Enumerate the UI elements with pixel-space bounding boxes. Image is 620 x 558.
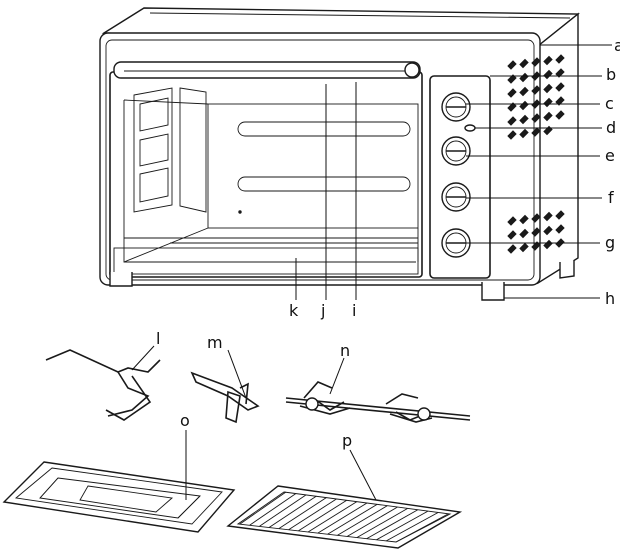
rack-bar	[259, 494, 307, 527]
vent-slot	[507, 230, 517, 240]
vent-slot	[543, 55, 553, 66]
rack-bar	[386, 512, 439, 542]
vent-slot	[531, 227, 541, 237]
vent-slot	[519, 86, 529, 97]
door-handle	[113, 61, 421, 79]
vent-slot	[519, 242, 529, 253]
rack-bar	[298, 499, 347, 532]
vent-slot	[543, 225, 553, 236]
rack-bar	[327, 503, 378, 535]
label-h: h	[605, 289, 615, 308]
label-l: l	[156, 329, 160, 348]
vent-slot	[555, 210, 565, 220]
vent-slot	[507, 74, 517, 84]
rack-bar	[317, 502, 368, 534]
vent-slot	[531, 57, 541, 67]
vent-slot	[555, 54, 565, 64]
vent-slot	[507, 116, 517, 126]
temperature-knob[interactable]	[441, 92, 471, 122]
label-n: n	[340, 341, 350, 360]
rack-bar	[249, 493, 297, 526]
rack-bar	[356, 508, 408, 538]
rotisserie-spit	[285, 381, 471, 423]
vent-slot	[555, 82, 565, 92]
rack-bar	[395, 513, 449, 543]
vent-slot	[507, 244, 517, 254]
side-vents	[507, 54, 565, 254]
indicator-light	[464, 124, 476, 132]
oven	[99, 7, 580, 301]
rack-bar	[288, 498, 337, 531]
label-b: b	[606, 65, 616, 84]
vent-slot	[543, 111, 553, 122]
rack-bar	[347, 506, 398, 537]
vent-slot	[531, 113, 541, 123]
label-i: i	[352, 301, 356, 320]
vent-slot	[531, 127, 541, 137]
label-d: d	[606, 118, 616, 137]
leader-lines	[131, 44, 612, 501]
label-a: a	[614, 36, 620, 55]
vent-slot	[519, 58, 529, 69]
oven-foot	[481, 282, 505, 301]
timer-knob[interactable]	[441, 228, 471, 258]
rack-bar	[366, 509, 418, 540]
vent-slot	[531, 85, 541, 95]
vent-slot	[543, 83, 553, 94]
rack-bar	[337, 505, 388, 536]
label-j: j	[320, 301, 325, 320]
rack-bar	[376, 510, 428, 541]
label-c: c	[605, 94, 614, 113]
label-p: p	[342, 431, 352, 450]
rack-bar	[278, 497, 327, 529]
vent-slot	[519, 214, 529, 225]
label-g: g	[605, 233, 615, 252]
wire-rack-handle	[45, 349, 161, 421]
label-o: o	[180, 411, 190, 430]
vent-slot	[519, 228, 529, 239]
vent-slot	[507, 216, 517, 226]
oven-cavity	[207, 103, 419, 229]
vent-slot	[531, 213, 541, 223]
vent-slot	[519, 114, 529, 125]
wire-rack	[226, 485, 463, 549]
vent-slot	[507, 88, 517, 98]
function-knob[interactable]	[441, 136, 471, 166]
rack-bar	[239, 491, 287, 525]
control-panel	[429, 75, 491, 279]
vent-slot	[531, 241, 541, 251]
vent-slot	[555, 110, 565, 120]
label-e: e	[605, 146, 615, 165]
vent-slot	[519, 128, 529, 139]
label-k: k	[289, 301, 299, 320]
rack-bar	[308, 501, 358, 533]
vent-slot	[507, 102, 517, 112]
part-labels: a b c d e f g h i j k l m n o p	[156, 36, 620, 450]
vent-slot	[507, 60, 517, 70]
vent-slot	[555, 224, 565, 234]
vent-slot	[507, 130, 517, 140]
rotisserie-handle	[190, 371, 260, 424]
label-f: f	[608, 188, 614, 207]
vent-slot	[543, 211, 553, 222]
baking-tray	[2, 461, 236, 533]
oven-foot	[109, 272, 133, 287]
mode-knob[interactable]	[441, 182, 471, 212]
label-m: m	[207, 333, 223, 352]
rack-bar	[269, 495, 317, 528]
oven-foot	[559, 260, 575, 279]
